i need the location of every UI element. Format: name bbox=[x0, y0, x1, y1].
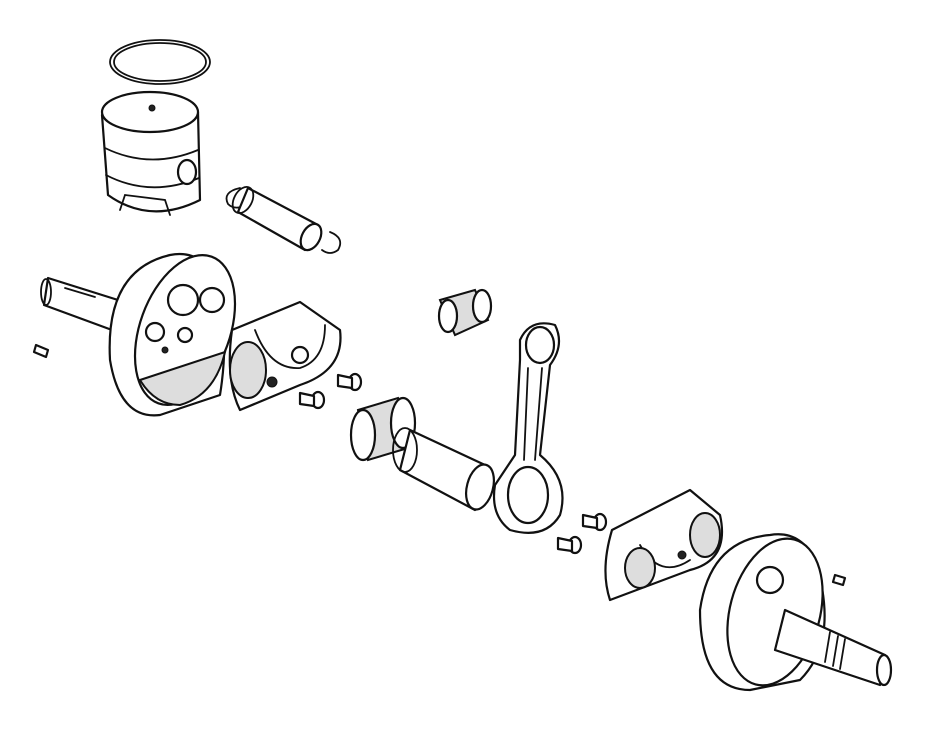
woodruff-key bbox=[32, 343, 50, 359]
piston bbox=[100, 90, 202, 216]
screw bbox=[556, 535, 583, 555]
screw bbox=[336, 372, 363, 392]
screw bbox=[298, 390, 326, 410]
screw bbox=[581, 512, 608, 532]
crank-plate-left bbox=[228, 300, 342, 412]
circlip bbox=[321, 231, 342, 254]
small-end-needle-bearing bbox=[437, 288, 493, 337]
crank-half-left bbox=[40, 252, 237, 417]
crank-pin bbox=[392, 427, 495, 512]
circlip bbox=[225, 187, 245, 209]
connecting-rod bbox=[492, 322, 564, 534]
crank-half-right bbox=[698, 533, 893, 692]
woodruff-key bbox=[831, 573, 847, 587]
big-end-needle-bearing bbox=[349, 396, 417, 462]
piston-ring bbox=[109, 39, 211, 85]
piston-pin bbox=[231, 186, 323, 252]
crank-plate-right bbox=[604, 488, 724, 602]
